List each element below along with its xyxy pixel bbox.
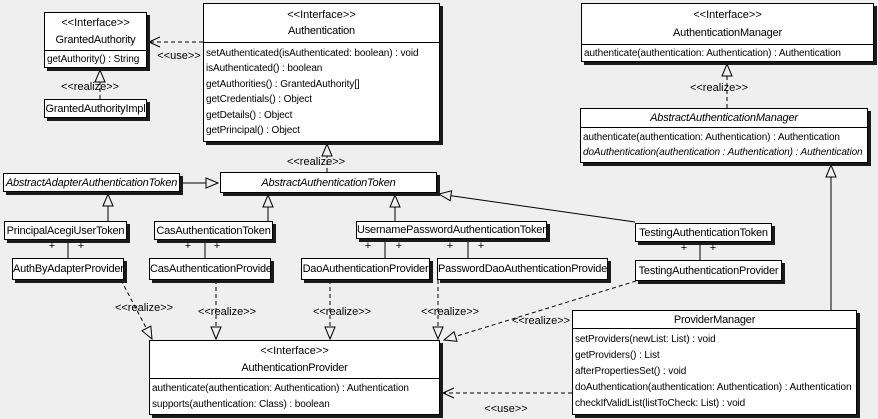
class-name: GrantedAuthorityImpl — [45, 102, 146, 115]
method-label: supports(authentication: Class) : boolea… — [152, 398, 330, 410]
class-name: AuthenticationManager — [673, 26, 782, 39]
multiplicity-label: + — [680, 242, 688, 254]
method-label: getAuthorities() : GrantedAuthority[] — [206, 78, 360, 90]
class-name: AuthenticationProvider — [241, 361, 348, 374]
method-label: getCredentials() : Object — [206, 94, 312, 106]
class-name: PrincipalAcegiUserToken — [6, 224, 125, 237]
realize-edge-label: <<realize>> — [312, 306, 372, 318]
method-label: afterPropertiesSet() : void — [575, 366, 687, 377]
class-name: GrantedAuthority — [55, 33, 136, 46]
multiplicity-label: + — [395, 240, 403, 252]
method-label: setAuthenticated(isAuthenticated: boolea… — [206, 47, 419, 59]
method-label: authenticate(authentication: Authenticat… — [584, 47, 841, 59]
multiplicity-label: + — [77, 240, 85, 252]
class-box-granted-authority: <<Interface>> GrantedAuthority getAuthor… — [44, 12, 147, 68]
realize-edge-label: <<realize>> — [286, 156, 346, 168]
class-box-auth-by-adapter-provider: AuthByAdapterProvider — [12, 258, 124, 280]
stereotype-label: <<Interface>> — [693, 9, 762, 22]
class-box-testing-authentication-provider: TestingAuthenticationProvider — [635, 260, 782, 281]
multiplicity-label: + — [709, 242, 717, 254]
multiplicity-label: + — [446, 240, 454, 252]
method-label: getAuthority() : String — [47, 53, 140, 65]
class-name: TestingAuthenticationProvider — [638, 264, 779, 277]
stereotype-label: <<Interface>> — [260, 345, 329, 358]
class-box-authentication-provider: <<Interface>> AuthenticationProvider aut… — [149, 340, 440, 415]
stereotype-label: <<Interface>> — [61, 17, 130, 30]
realize-edge-label: <<realize>> — [197, 306, 257, 318]
class-name: UsernamePasswordAuthenticationToken — [357, 224, 547, 236]
class-name: Authentication — [288, 25, 355, 38]
method-label: getProviders() : List — [575, 350, 660, 361]
class-box-abstract-adapter-authentication-token: AbstractAdapterAuthenticationToken — [3, 173, 180, 192]
realize-testing-provider-to-authentication-provider — [444, 280, 637, 340]
class-box-abstract-authentication-token: AbstractAuthenticationToken — [220, 172, 437, 193]
method-label: authenticate(authentication: Authenticat… — [583, 132, 840, 143]
method-label: authenticate(authentication: Authenticat… — [152, 383, 409, 395]
realize-edge-label: <<realize>> — [114, 302, 174, 314]
class-name: PasswordDaoAuthenticationProvider — [438, 263, 608, 275]
use-edge-label: <<use>> — [484, 403, 528, 415]
class-box-dao-authentication-provider: DaoAuthenticationProvider — [301, 258, 430, 280]
multiplicity-label: + — [213, 240, 221, 252]
multiplicity-label: + — [364, 240, 372, 252]
method-label: doAuthentication(authentication: Authent… — [575, 382, 852, 393]
class-name: CasAuthenticationProvider — [150, 263, 271, 275]
generalization-testing-token-to-abstract-token — [439, 194, 636, 223]
class-box-granted-authority-impl: GrantedAuthorityImpl — [44, 99, 147, 118]
class-name: DaoAuthenticationProvider — [302, 263, 429, 275]
class-box-username-password-authentication-token: UsernamePasswordAuthenticationToken — [356, 221, 547, 239]
class-box-abstract-authentication-manager: AbstractAuthenticationManager authentica… — [580, 108, 868, 163]
class-name: AbstractAuthenticationToken — [261, 176, 396, 189]
class-box-cas-authentication-token: CasAuthenticationToken — [154, 221, 273, 240]
class-box-principal-acegi-user-token: PrincipalAcegiUserToken — [4, 221, 127, 240]
method-label: getDetails() : Object — [206, 109, 293, 121]
class-box-provider-manager: ProviderManager setProviders(newList: Li… — [572, 310, 857, 415]
multiplicity-label: + — [48, 240, 56, 252]
class-box-authentication: <<Interface>> Authentication setAuthenti… — [203, 3, 440, 142]
realize-edge-label: <<realize>> — [60, 81, 120, 93]
class-box-testing-authentication-token: TestingAuthenticationToken — [635, 223, 772, 242]
realize-edge-label: <<realize>> — [420, 306, 480, 318]
realize-edge-label: <<realize>> — [689, 82, 749, 94]
method-label: checkIfValidList(listToCheck: List) : vo… — [575, 398, 746, 409]
class-box-authentication-manager: <<Interface>> AuthenticationManager auth… — [581, 3, 874, 62]
method-label: getPrincipal() : Object — [206, 125, 300, 137]
multiplicity-label: + — [184, 240, 192, 252]
method-label: doAuthentication(authentication : Authen… — [583, 147, 863, 158]
class-name: TestingAuthenticationToken — [639, 226, 768, 239]
class-name: AuthByAdapterProvider — [13, 263, 124, 275]
use-edge-label: <<use>> — [157, 50, 201, 62]
method-label: isAuthenticated() : boolean — [206, 63, 323, 75]
class-name: CasAuthenticationToken — [156, 224, 271, 237]
class-name: AbstractAuthenticationManager — [650, 112, 798, 124]
realize-edge-label: <<realize>> — [511, 315, 571, 327]
method-label: setProviders(newList: List) : void — [575, 334, 716, 345]
class-name: AbstractAdapterAuthenticationToken — [5, 176, 178, 189]
class-name: ProviderManager — [673, 313, 756, 326]
multiplicity-label: + — [477, 240, 485, 252]
class-box-password-dao-authentication-provider: PasswordDaoAuthenticationProvider — [437, 258, 608, 280]
class-box-cas-authentication-provider: CasAuthenticationProvider — [149, 258, 271, 280]
stereotype-label: <<Interface>> — [287, 8, 356, 21]
